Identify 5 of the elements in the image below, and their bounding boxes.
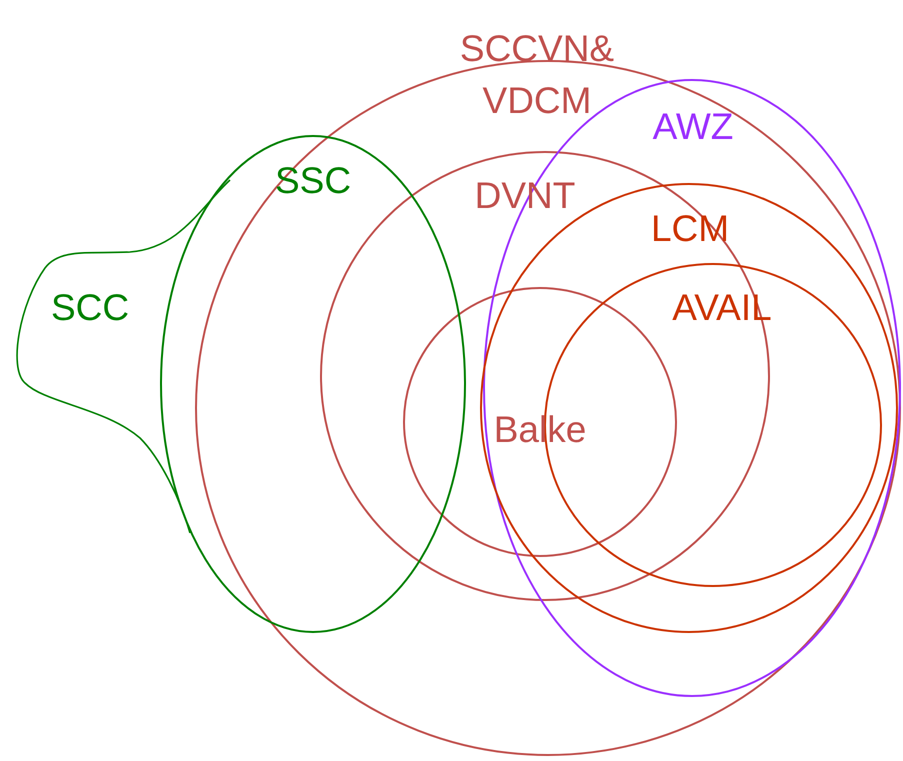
set-label: SSC: [274, 159, 352, 203]
set-label: AWZ: [652, 105, 734, 149]
set-ellipse: [161, 136, 465, 632]
set-label: SCCVN& VDCM: [458, 27, 616, 123]
set-label: SCC: [50, 286, 130, 330]
